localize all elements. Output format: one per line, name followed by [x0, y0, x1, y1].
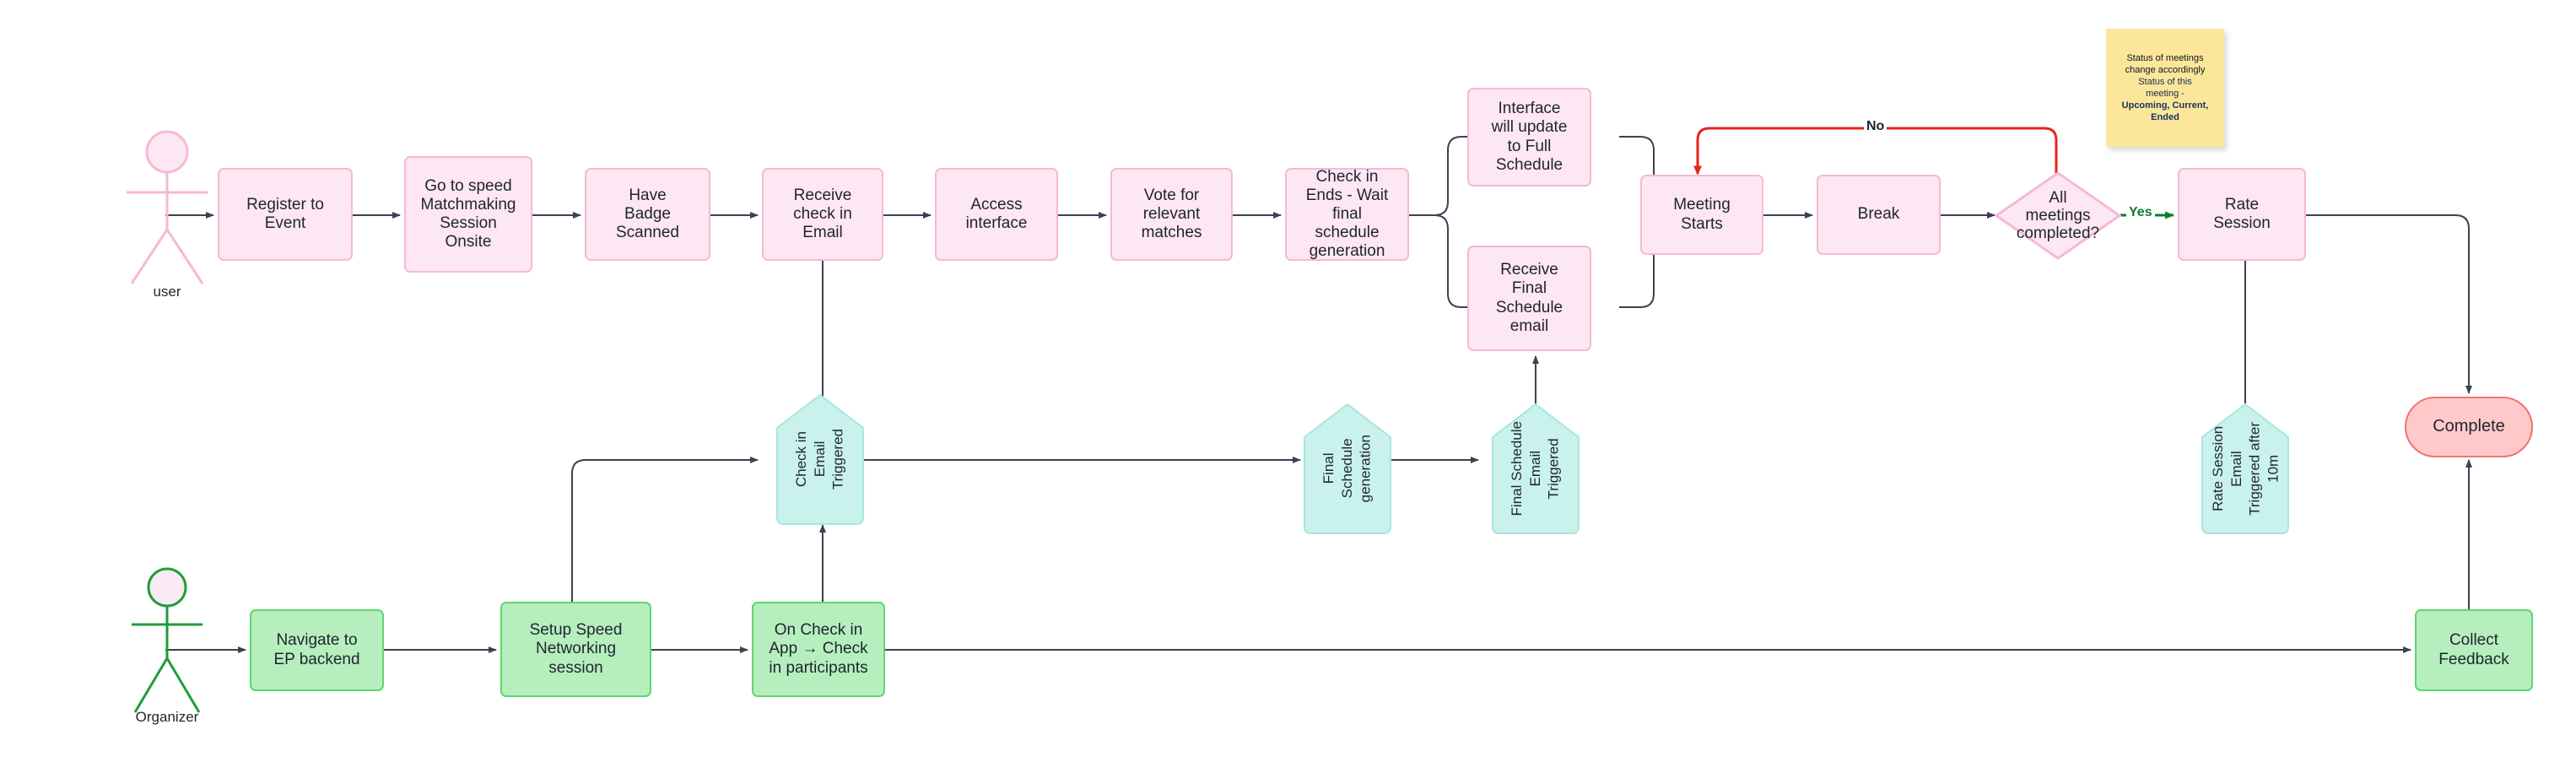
node-meeting-starts[interactable]: Meeting Starts: [1640, 175, 1763, 255]
node-go-to-speed-session[interactable]: Go to speed Matchmaking Session Onsite: [404, 156, 532, 273]
decision-label: All meetings completed?: [2016, 188, 2100, 243]
node-register-to-event[interactable]: Register to Event: [218, 168, 353, 261]
organizer-stick-figure-icon: [132, 567, 203, 713]
node-have-badge-scanned[interactable]: Have Badge Scanned: [585, 168, 710, 261]
node-on-check-in-app[interactable]: On Check in App → Check in participants: [752, 602, 885, 697]
node-check-in-email-triggered[interactable]: Check in Email Triggered: [776, 394, 864, 525]
trigger-label: Check in Email Triggered: [793, 429, 846, 490]
note-line-1: Status of meetings change accordingly: [2125, 52, 2206, 75]
note-line-2: Status of this meeting -: [2138, 76, 2192, 99]
pentagon-shape-icon: [1492, 403, 1580, 534]
edge-ratesession-to-complete: [2306, 214, 2472, 394]
node-final-schedule-generation[interactable]: Final Schedule generation: [1304, 403, 1391, 534]
node-rate-session-email-triggered[interactable]: Rate Session Email Triggered after 10m: [2201, 403, 2289, 534]
node-receive-check-in-email[interactable]: Receive check in Email: [762, 168, 883, 261]
node-setup-speed-networking[interactable]: Setup Speed Networking session: [500, 602, 651, 697]
node-final-schedule-email-triggered[interactable]: Final Schedule Email Triggered: [1492, 403, 1580, 534]
diamond-shape-icon: [1995, 171, 2121, 260]
node-break[interactable]: Break: [1817, 175, 1941, 255]
node-check-in-ends[interactable]: Check in Ends - Wait final schedule gene…: [1285, 168, 1409, 261]
actor-user: [100, 127, 235, 287]
user-stick-figure-icon: [127, 130, 208, 284]
note-line-3: Upcoming, Current, Ended: [2121, 100, 2209, 123]
actor-user-label: user: [153, 284, 181, 300]
node-access-interface[interactable]: Access interface: [935, 168, 1058, 261]
actor-organizer: [100, 564, 235, 720]
node-collect-feedback[interactable]: Collect Feedback: [2415, 609, 2533, 691]
trigger-label: Rate Session Email Triggered after 10m: [2209, 422, 2281, 516]
edge-setup-to-checkinemailtrigger: [571, 457, 759, 616]
node-receive-final-schedule-email[interactable]: Receive Final Schedule email: [1467, 246, 1591, 351]
node-navigate-to-ep-backend[interactable]: Navigate to EP backend: [250, 609, 384, 691]
node-complete[interactable]: Complete: [2405, 397, 2533, 457]
node-interface-will-update[interactable]: Interface will update to Full Schedule: [1467, 88, 1591, 187]
node-all-meetings-completed[interactable]: All meetings completed?: [1995, 171, 2121, 260]
edge-label-yes: Yes: [2126, 205, 2155, 220]
edge-label-no: No: [1864, 119, 1887, 134]
pentagon-shape-icon: [2201, 403, 2289, 534]
sticky-note-meeting-status: Status of meetings change accordingly St…: [2106, 29, 2224, 147]
trigger-label: Final Schedule Email Triggered: [1509, 421, 1562, 516]
pentagon-shape-icon: [1304, 403, 1391, 534]
node-vote-for-relevant-matches[interactable]: Vote for relevant matches: [1110, 168, 1233, 261]
trigger-label: Final Schedule generation: [1320, 435, 1374, 503]
node-rate-session[interactable]: Rate Session: [2178, 168, 2306, 261]
actor-organizer-label: Organizer: [135, 709, 199, 725]
